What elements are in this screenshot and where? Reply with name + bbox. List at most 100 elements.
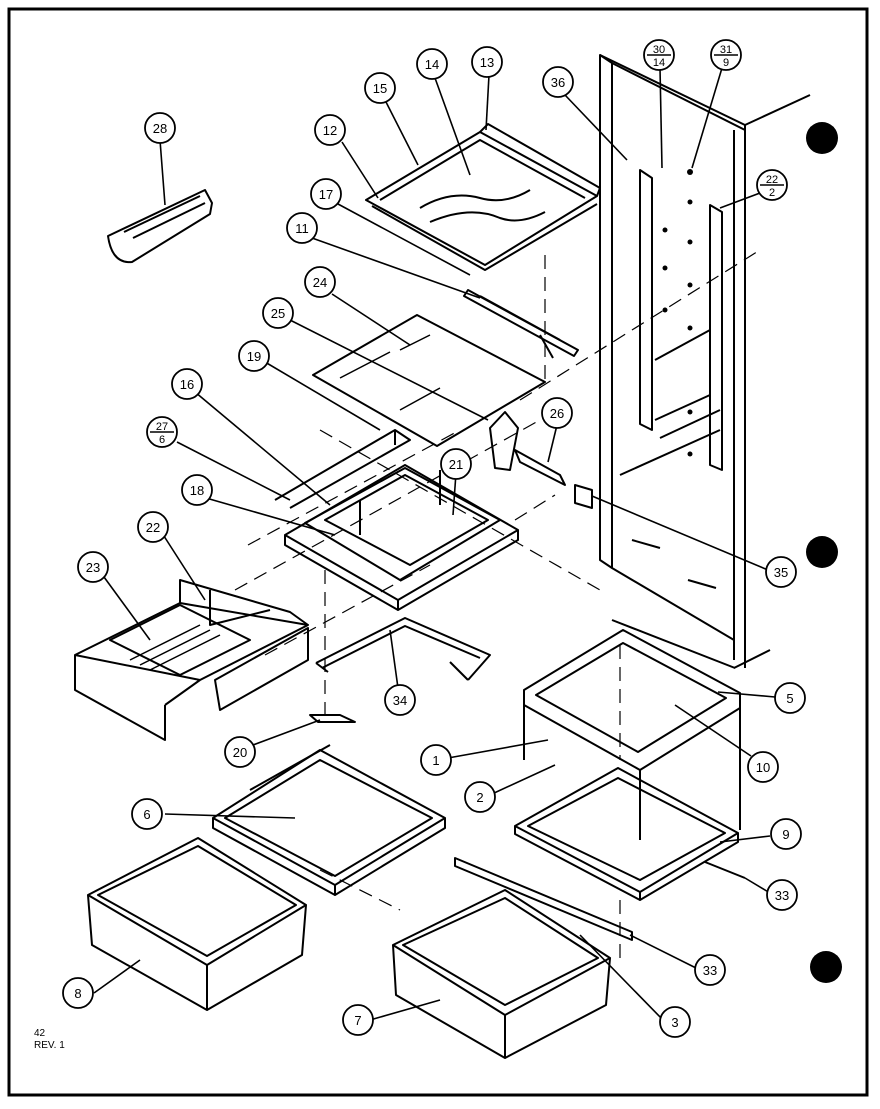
leader-lines xyxy=(93,67,776,1021)
callout-label: 23 xyxy=(86,560,100,575)
callout-21: 21 xyxy=(440,448,472,480)
callout-11: 11 xyxy=(286,212,318,244)
callout-28: 28 xyxy=(144,112,176,144)
callout-label: 2 xyxy=(476,790,483,805)
binder-hole-top xyxy=(806,122,838,154)
callout-circle xyxy=(262,297,294,329)
callout-circle xyxy=(131,798,163,830)
callout-17: 17 xyxy=(310,178,342,210)
callout-10: 10 xyxy=(747,751,779,783)
cabinet-liner-rack xyxy=(599,54,811,669)
part-5-pan-cover xyxy=(523,629,741,840)
callout-label: 10 xyxy=(756,760,770,775)
fraction-callout-27: 276 xyxy=(146,416,178,448)
callout-label: 16 xyxy=(180,377,194,392)
part-24-glass-shelf xyxy=(312,314,546,447)
callout-3: 3 xyxy=(659,1006,691,1038)
callout-circle xyxy=(364,72,396,104)
callout-label: 1 xyxy=(432,753,439,768)
callout-label: 13 xyxy=(480,55,494,70)
part-8-pan xyxy=(87,837,307,1011)
fraction-top: 22 xyxy=(766,174,778,186)
callout-circle xyxy=(181,474,213,506)
callout-label: 28 xyxy=(153,121,167,136)
callout-12: 12 xyxy=(314,114,346,146)
part-19-divider xyxy=(274,429,411,509)
callout-13: 13 xyxy=(471,46,503,78)
callout-24: 24 xyxy=(304,266,336,298)
callout-circle xyxy=(659,1006,691,1038)
callout-circle xyxy=(766,879,798,911)
callout-circle xyxy=(542,66,574,98)
callout-label: 34 xyxy=(393,693,407,708)
callout-label: 26 xyxy=(550,406,564,421)
part-20-clip xyxy=(309,714,356,723)
callout-circle xyxy=(774,682,806,714)
callout-22: 22 xyxy=(137,511,169,543)
binder-hole-bottom xyxy=(810,951,842,983)
callout-35: 35 xyxy=(765,556,797,588)
callout-label: 33 xyxy=(775,888,789,903)
fraction-top: 27 xyxy=(156,421,168,433)
corner-note-line2: REV. 1 xyxy=(34,1040,65,1051)
callout-label: 20 xyxy=(233,745,247,760)
callout-label: 11 xyxy=(295,221,309,236)
callout-2: 2 xyxy=(464,781,496,813)
diagram-border xyxy=(7,7,869,1097)
callout-circle xyxy=(304,266,336,298)
callout-label: 35 xyxy=(774,565,788,580)
fraction-callout-31: 319 xyxy=(710,39,742,71)
callout-7: 7 xyxy=(342,1004,374,1036)
fraction-top: 31 xyxy=(720,44,732,56)
callout-label: 19 xyxy=(247,349,261,364)
callout-circle xyxy=(420,744,452,776)
callout-label: 21 xyxy=(449,457,463,472)
callout-19: 19 xyxy=(238,340,270,372)
binder-hole-middle xyxy=(806,536,838,568)
part-34-bracket xyxy=(315,617,491,681)
callout-circle xyxy=(224,736,256,768)
callout-circle xyxy=(694,954,726,986)
fraction-top: 30 xyxy=(653,44,665,56)
part-16-pan-frame xyxy=(284,464,519,611)
callout-label: 36 xyxy=(551,75,565,90)
callout-circle xyxy=(765,556,797,588)
callout-5: 5 xyxy=(774,682,806,714)
rack-holes xyxy=(662,169,693,457)
callout-label: 24 xyxy=(313,275,327,290)
callout-circle xyxy=(171,368,203,400)
callout-9: 9 xyxy=(770,818,802,850)
callout-15: 15 xyxy=(364,72,396,104)
fraction-bottom: 6 xyxy=(159,434,165,446)
fraction-bottom: 9 xyxy=(723,57,729,69)
part-11-shelf-rail xyxy=(463,289,579,359)
callout-circle xyxy=(471,46,503,78)
callout-label: 18 xyxy=(190,483,204,498)
fraction-callout-22: 222 xyxy=(756,169,788,201)
callout-18: 18 xyxy=(181,474,213,506)
callout-14: 14 xyxy=(416,48,448,80)
callout-label: 3 xyxy=(671,1015,678,1030)
callout-circle xyxy=(310,178,342,210)
callout-circle xyxy=(770,818,802,850)
fraction-bottom: 2 xyxy=(769,187,775,199)
callout-25: 25 xyxy=(262,297,294,329)
callout-33: 33 xyxy=(766,879,798,911)
callout-label: 9 xyxy=(782,827,789,842)
part-14-top-shelf xyxy=(365,123,601,271)
part-6-pan-cover xyxy=(212,744,446,896)
fraction-bottom: 14 xyxy=(653,57,665,69)
part-28-light-shield xyxy=(107,189,213,264)
callout-label: 33 xyxy=(703,963,717,978)
callout-label: 7 xyxy=(354,1013,361,1028)
callout-6: 6 xyxy=(131,798,163,830)
callout-circle xyxy=(747,751,779,783)
part-23-crisper-drawer xyxy=(74,579,309,741)
callout-label: 22 xyxy=(146,520,160,535)
callout-36: 36 xyxy=(542,66,574,98)
callout-circle xyxy=(62,977,94,1009)
